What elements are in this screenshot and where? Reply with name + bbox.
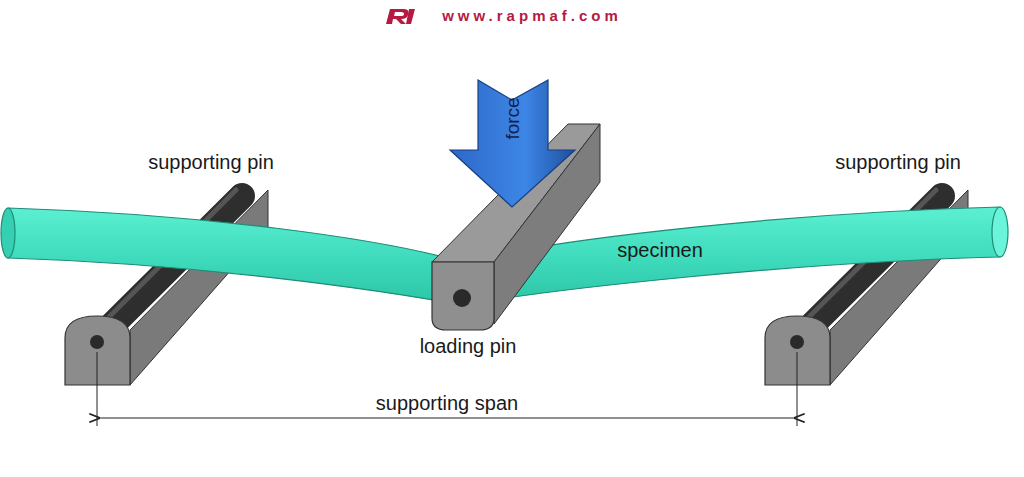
dimension-label: supporting span [376, 392, 518, 414]
part-label: loading pin [420, 335, 517, 357]
force-label: force [503, 97, 524, 139]
part-label: specimen [617, 239, 703, 261]
logo-mark [386, 9, 415, 24]
part-label: supporting pin [148, 151, 274, 173]
part-label: supporting pin [835, 151, 961, 173]
force-arrow [450, 80, 575, 207]
span-dimension [97, 352, 797, 426]
watermark: www.rapmaf.com [442, 8, 622, 25]
